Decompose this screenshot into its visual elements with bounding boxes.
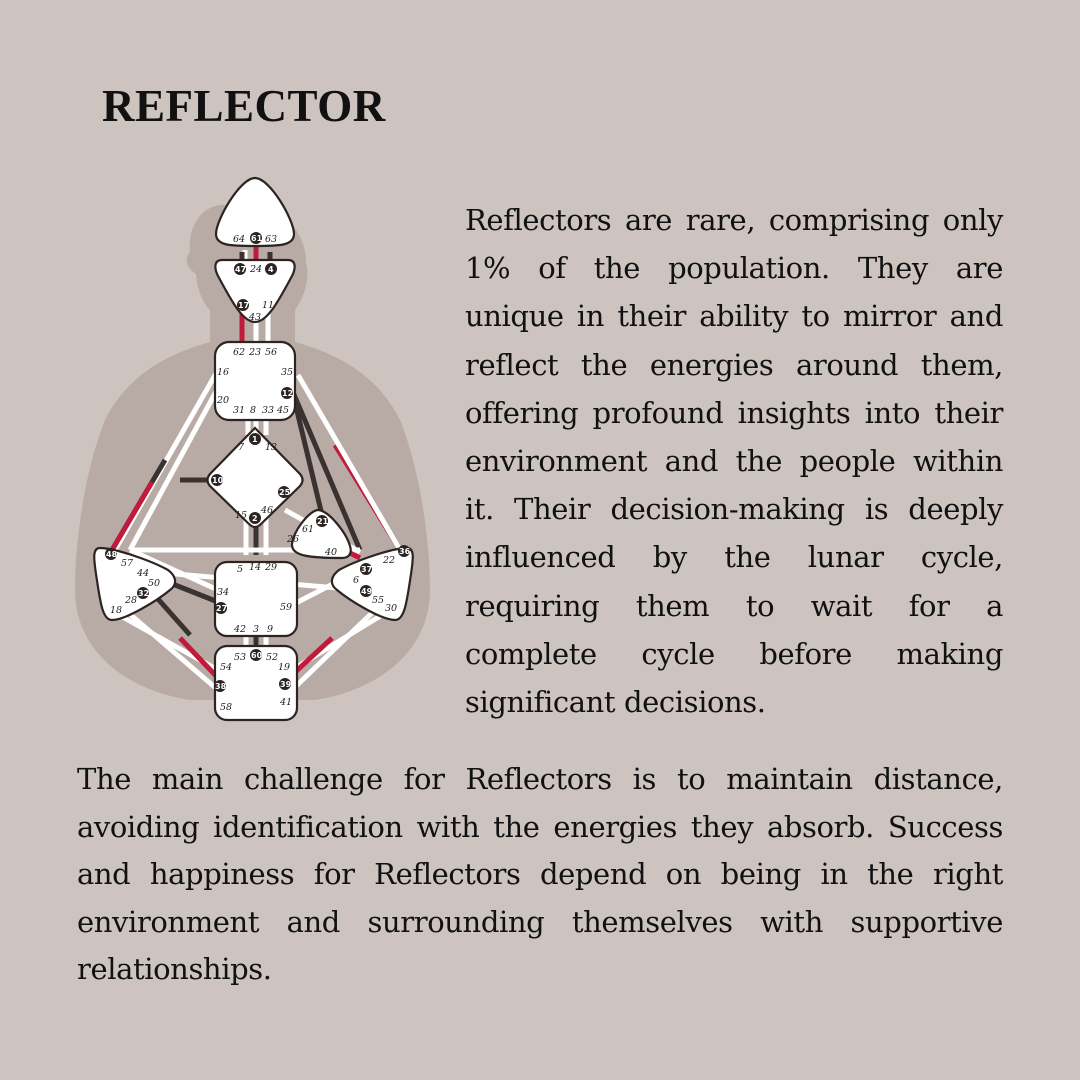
svg-text:61: 61	[302, 524, 314, 535]
svg-text:29: 29	[264, 562, 277, 573]
svg-text:32: 32	[138, 589, 149, 598]
heart-center	[290, 508, 352, 560]
svg-text:41: 41	[279, 697, 292, 708]
svg-text:44: 44	[136, 568, 149, 579]
svg-text:16: 16	[217, 367, 229, 378]
challenge-paragraph: The main challenge for Reflectors is to …	[77, 762, 1003, 986]
svg-text:21: 21	[317, 517, 329, 526]
svg-text:54: 54	[220, 662, 232, 673]
gate-labels: 64 63 24 11 43 62 23 56 16 35 20 31 8 33…	[110, 234, 397, 713]
svg-text:46: 46	[260, 505, 273, 516]
throat-center	[213, 340, 297, 422]
svg-text:6: 6	[353, 575, 359, 586]
svg-text:49: 49	[361, 587, 373, 596]
active-gates: 61 47 4 17 12 1 10 25 2 21 48 32 37 36 4…	[105, 232, 411, 692]
ajna-center	[214, 258, 296, 324]
solar-plexus-center	[330, 546, 414, 622]
svg-text:15: 15	[235, 510, 247, 521]
svg-text:12: 12	[282, 389, 293, 398]
svg-text:7: 7	[238, 442, 245, 453]
svg-text:35: 35	[281, 367, 293, 378]
svg-text:19: 19	[278, 662, 290, 673]
svg-text:4: 4	[268, 265, 274, 274]
svg-text:61: 61	[251, 234, 263, 243]
page-title: REFLECTOR	[102, 81, 386, 131]
svg-text:37: 37	[361, 565, 372, 574]
svg-text:26: 26	[286, 534, 299, 545]
svg-text:64: 64	[233, 234, 245, 245]
svg-text:33: 33	[262, 405, 274, 416]
svg-text:24: 24	[249, 264, 262, 275]
spleen-center	[93, 546, 177, 622]
svg-text:45: 45	[276, 405, 289, 416]
svg-text:30: 30	[385, 603, 397, 614]
svg-text:34: 34	[217, 587, 229, 598]
svg-text:31: 31	[233, 405, 245, 416]
head-center	[214, 176, 296, 248]
intro-paragraph: Reflectors are rare, comprising only 1% …	[465, 203, 1003, 720]
svg-text:25: 25	[279, 488, 291, 497]
svg-text:57: 57	[121, 558, 134, 569]
svg-text:9: 9	[267, 624, 273, 635]
svg-text:1: 1	[252, 435, 258, 444]
svg-text:23: 23	[248, 347, 261, 358]
svg-text:13: 13	[265, 442, 277, 453]
svg-text:8: 8	[250, 405, 256, 416]
svg-text:63: 63	[265, 234, 277, 245]
svg-text:38: 38	[215, 682, 227, 691]
bodygraph-chart: 64 63 24 11 43 62 23 56 16 35 20 31 8 33…	[75, 176, 430, 722]
g-center	[206, 426, 304, 529]
svg-text:55: 55	[372, 595, 384, 606]
svg-text:60: 60	[251, 651, 263, 660]
svg-text:39: 39	[280, 680, 292, 689]
svg-text:27: 27	[216, 604, 227, 613]
svg-text:2: 2	[252, 514, 258, 523]
svg-text:59: 59	[280, 602, 292, 613]
svg-text:50: 50	[148, 578, 160, 589]
svg-text:48: 48	[106, 550, 118, 559]
svg-text:20: 20	[216, 395, 229, 406]
svg-text:62: 62	[233, 347, 245, 358]
svg-text:53: 53	[234, 652, 246, 663]
svg-text:18: 18	[110, 605, 122, 616]
svg-text:3: 3	[253, 624, 259, 635]
svg-text:43: 43	[248, 312, 261, 323]
svg-text:10: 10	[212, 476, 224, 485]
svg-text:28: 28	[124, 595, 137, 606]
svg-text:11: 11	[262, 300, 274, 311]
svg-text:22: 22	[382, 555, 395, 566]
svg-text:56: 56	[265, 347, 277, 358]
sacral-center	[213, 560, 299, 638]
svg-text:14: 14	[249, 562, 261, 573]
svg-text:36: 36	[399, 547, 411, 556]
svg-text:40: 40	[324, 547, 337, 558]
svg-text:17: 17	[238, 301, 249, 310]
svg-text:42: 42	[233, 624, 246, 635]
svg-text:58: 58	[220, 702, 232, 713]
svg-text:47: 47	[235, 265, 246, 274]
svg-text:5: 5	[237, 564, 243, 575]
svg-text:52: 52	[266, 652, 278, 663]
